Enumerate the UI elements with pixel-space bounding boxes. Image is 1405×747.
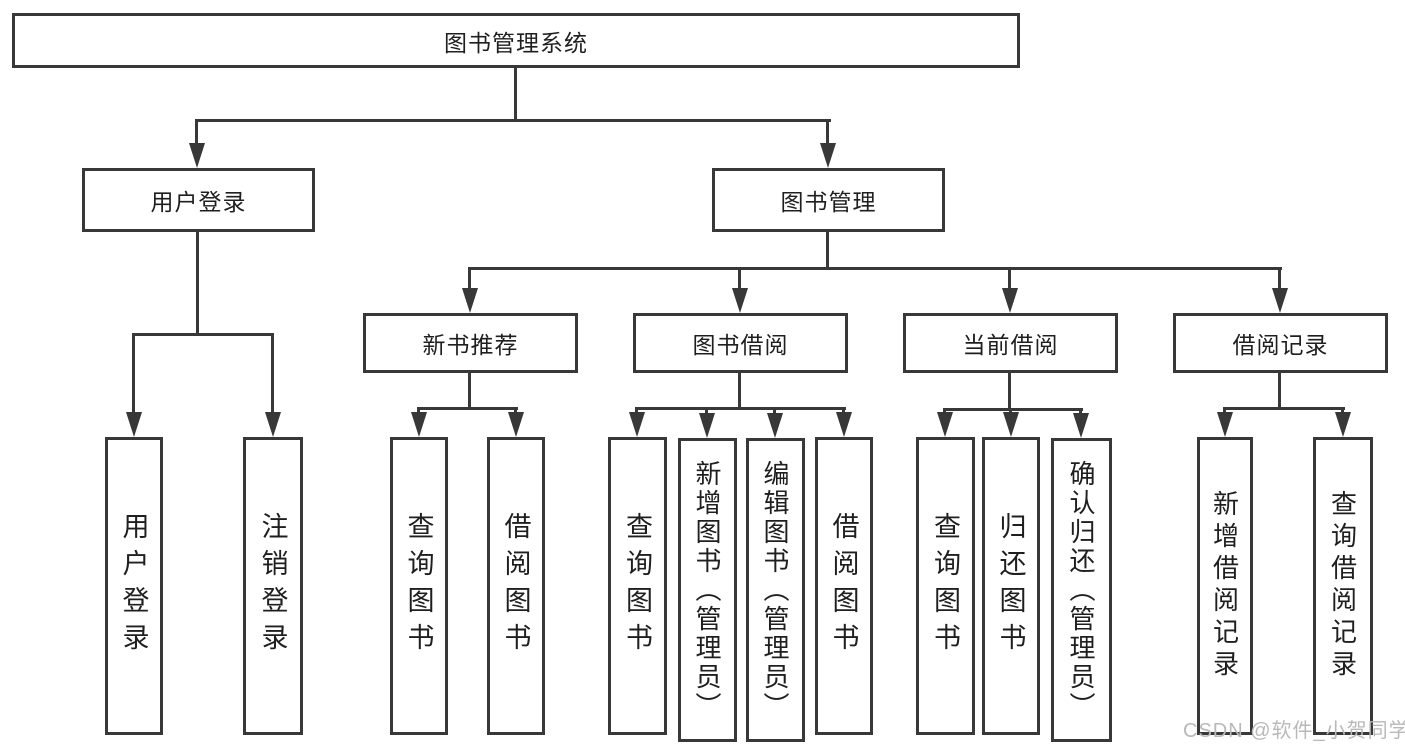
node-user-login-label: 用户登录 — [150, 189, 247, 215]
arrow-down-icon — [1217, 412, 1233, 437]
arrow-down-icon — [189, 143, 205, 168]
connector-line — [514, 68, 517, 122]
node-current-borrow: 当前借阅 — [903, 313, 1118, 373]
connector-line — [417, 407, 420, 416]
connector-line — [635, 407, 846, 410]
node-root: 图书管理系统 — [12, 13, 1020, 68]
connector-line — [842, 407, 845, 416]
connector-line — [132, 333, 135, 413]
leaf-newbook-query-books: 查询图书 — [390, 437, 448, 735]
node-new-book-recommend-label: 新书推荐 — [422, 332, 519, 358]
connector-line — [514, 407, 517, 416]
node-borrow-records: 借阅记录 — [1173, 313, 1388, 373]
arrow-down-icon — [937, 412, 953, 437]
connector-line — [468, 267, 1282, 270]
connector-line — [196, 232, 199, 336]
leaf-user-login: 用户登录 — [105, 437, 163, 735]
connector-line — [468, 373, 471, 410]
connector-line — [1079, 408, 1082, 416]
connector-line — [1008, 373, 1011, 411]
connector-line — [705, 407, 708, 416]
leaf-borrow-query-books: 查询图书 — [608, 437, 667, 735]
leaf-newbook-query-books-label: 查询图书 — [403, 512, 434, 660]
leaf-borrow-edit-books-admin-label: 编辑图书（管理员） — [760, 459, 790, 721]
leaf-user-login-label: 用户登录 — [118, 512, 149, 660]
leaf-borrow-query-books-label: 查询图书 — [622, 512, 652, 660]
node-user-login: 用户登录 — [82, 168, 315, 232]
node-borrow-records-label: 借阅记录 — [1232, 332, 1329, 358]
leaf-records-query-record: 查询借阅记录 — [1313, 437, 1373, 735]
arrow-down-icon — [1335, 412, 1351, 437]
connector-line — [271, 333, 274, 413]
node-book-borrow-label: 图书借阅 — [692, 332, 789, 358]
node-book-management-label: 图书管理 — [780, 189, 877, 215]
arrow-down-icon — [126, 412, 142, 437]
connector-line — [1223, 407, 1345, 410]
leaf-logout: 注销登录 — [243, 437, 303, 735]
leaf-borrow-edit-books-admin: 编辑图书（管理员） — [746, 438, 805, 742]
arrow-down-icon — [462, 288, 478, 313]
leaf-borrow-add-books-admin-label: 新增图书（管理员） — [692, 459, 722, 721]
leaf-records-add-record: 新增借阅记录 — [1197, 437, 1253, 735]
connector-line — [635, 407, 638, 416]
arrow-down-icon — [265, 412, 281, 437]
arrow-down-icon — [732, 288, 748, 313]
leaf-records-add-record-label: 新增借阅记录 — [1209, 490, 1240, 682]
connector-line — [195, 119, 198, 145]
connector-line — [1008, 267, 1011, 290]
arrow-down-icon — [411, 412, 427, 437]
arrow-down-icon — [699, 413, 715, 438]
node-book-management: 图书管理 — [712, 168, 945, 232]
connector-line — [826, 232, 829, 270]
connector-line — [417, 407, 518, 410]
connector-line — [1278, 267, 1281, 290]
node-new-book-recommend: 新书推荐 — [363, 313, 578, 373]
arrow-down-icon — [820, 143, 836, 168]
leaf-current-query-books: 查询图书 — [916, 437, 975, 735]
leaf-borrow-borrow-books: 借阅图书 — [815, 437, 873, 735]
connector-line — [738, 373, 741, 410]
connector-line — [132, 333, 274, 336]
arrow-down-icon — [767, 413, 783, 438]
leaf-current-query-books-label: 查询图书 — [930, 512, 960, 660]
leaf-current-return-books: 归还图书 — [982, 437, 1040, 735]
connector-line — [468, 267, 471, 290]
leaf-newbook-borrow-books: 借阅图书 — [487, 437, 545, 735]
node-root-label: 图书管理系统 — [444, 29, 588, 56]
connector-line — [1341, 407, 1344, 416]
leaf-newbook-borrow-books-label: 借阅图书 — [500, 512, 531, 660]
connector-line — [1278, 373, 1281, 410]
leaf-current-confirm-return-admin-label: 确认归还（管理员） — [1066, 459, 1096, 721]
arrow-down-icon — [1073, 413, 1089, 438]
leaf-records-query-record-label: 查询借阅记录 — [1327, 490, 1358, 682]
node-current-borrow-label: 当前借阅 — [962, 332, 1059, 358]
leaf-logout-label: 注销登录 — [257, 512, 288, 660]
leaf-borrow-add-books-admin: 新增图书（管理员） — [678, 438, 737, 742]
connector-line — [195, 119, 831, 122]
arrow-down-icon — [836, 412, 852, 437]
arrow-down-icon — [629, 412, 645, 437]
connector-line — [943, 408, 1083, 411]
leaf-current-confirm-return-admin: 确认归还（管理员） — [1051, 438, 1112, 742]
connector-line — [773, 407, 776, 416]
node-book-borrow: 图书借阅 — [633, 313, 848, 373]
connector-line — [738, 267, 741, 290]
arrow-down-icon — [1003, 412, 1019, 437]
leaf-borrow-borrow-books-label: 借阅图书 — [828, 512, 859, 660]
arrow-down-icon — [1002, 288, 1018, 313]
arrow-down-icon — [508, 412, 524, 437]
connector-line — [1223, 407, 1226, 416]
arrow-down-icon — [1272, 288, 1288, 313]
leaf-current-return-books-label: 归还图书 — [995, 512, 1026, 660]
watermark: CSDN @软件_小贺同学 — [1183, 720, 1405, 742]
connector-line — [826, 119, 829, 145]
